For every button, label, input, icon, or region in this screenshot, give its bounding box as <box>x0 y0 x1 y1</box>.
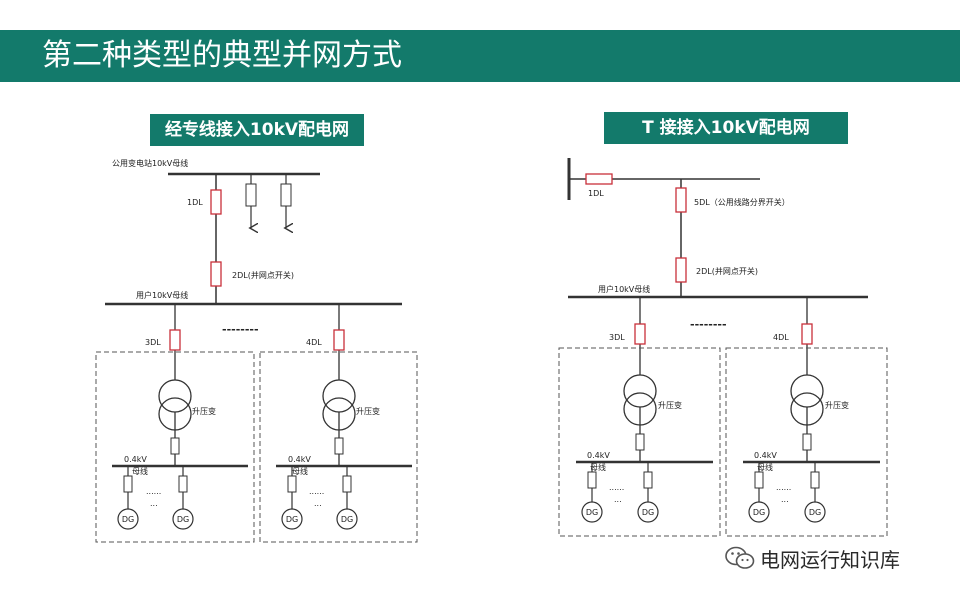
right-transformer-2-upper <box>790 374 824 408</box>
watermark-text: 电网运行知识库 <box>760 547 900 572</box>
left-2dl-label: 2DL(并网点开关) <box>232 270 294 280</box>
left-dots: -------- <box>222 323 259 336</box>
left-1dl-label: 1DL <box>187 198 203 207</box>
watermark: 电网运行知识库 <box>724 540 900 576</box>
right-transformer-1-lower <box>623 392 657 426</box>
left-lv-bus-2-label-b: 母线 <box>292 466 308 476</box>
left-lv-bus-1-label-a: 0.4kV <box>124 455 147 464</box>
left-dg-4 <box>336 508 358 530</box>
left-dg-dots-2a: ...... <box>309 487 324 496</box>
right-dg-dots-1a: ...... <box>609 483 624 492</box>
right-dg-4-label: DG <box>809 508 821 517</box>
left-transformer-1-lower <box>158 397 192 431</box>
right-breaker-4dl <box>801 323 813 345</box>
right-dg-2 <box>637 501 659 523</box>
right-5dl-label: 5DL（公用线路分界开关） <box>694 197 790 207</box>
left-diagram <box>95 172 418 543</box>
left-dg-3 <box>281 508 303 530</box>
left-dg-4-label: DG <box>341 515 353 524</box>
right-breaker-3dl <box>634 323 646 345</box>
right-dg-dots-2a: ...... <box>776 483 791 492</box>
right-dg-3-label: DG <box>753 508 765 517</box>
left-transformer-1-label: 升压变 <box>192 406 216 416</box>
title-bar <box>0 30 960 82</box>
right-breaker-5dl <box>675 187 687 213</box>
left-transformer-2-lower <box>322 397 356 431</box>
left-dg-1-label: DG <box>122 515 134 524</box>
right-section-heading: T 接接入10kV配电网 <box>604 112 848 144</box>
right-4dl-label: 4DL <box>773 333 789 342</box>
right-user-bus-label: 用户10kV母线 <box>598 284 650 294</box>
left-dg-1 <box>117 508 139 530</box>
left-lv-bus-1-label-b: 母线 <box>132 466 148 476</box>
right-dots: -------- <box>690 318 727 331</box>
left-unit-box-2 <box>259 351 418 543</box>
left-lv-bus-2-label-a: 0.4kV <box>288 455 311 464</box>
right-dg-1-label: DG <box>586 508 598 517</box>
right-lv-bus-2-label-a: 0.4kV <box>754 451 777 460</box>
left-transformer-1-upper <box>158 379 192 413</box>
right-diagram <box>558 158 888 537</box>
right-transformer-2-label: 升压变 <box>825 400 849 410</box>
left-dg-dots-2b: ... <box>314 499 322 508</box>
left-4dl-label: 4DL <box>306 338 322 347</box>
left-dg-dots-1b: ... <box>150 499 158 508</box>
left-transformer-2-label: 升压变 <box>356 406 380 416</box>
left-breaker-3dl <box>169 329 181 351</box>
right-breaker-1dl <box>585 173 613 185</box>
left-unit-box-1 <box>95 351 255 543</box>
left-top-bus-label: 公用变电站10kV母线 <box>112 158 188 168</box>
right-1dl-label: 1DL <box>588 189 604 198</box>
right-transformer-2-lower <box>790 392 824 426</box>
left-breaker-4dl <box>333 329 345 351</box>
right-lv-bus-1-label-a: 0.4kV <box>587 451 610 460</box>
left-dg-3-label: DG <box>286 515 298 524</box>
right-unit-box-2 <box>725 347 888 537</box>
right-transformer-1-upper <box>623 374 657 408</box>
right-2dl-label: 2DL(并网点开关) <box>696 266 758 276</box>
page-title: 第二种类型的典型并网方式 <box>42 38 402 73</box>
right-dg-1 <box>581 501 603 523</box>
wechat-icon <box>725 546 755 569</box>
left-section-heading: 经专线接入10kV配电网 <box>150 114 364 146</box>
left-dg-dots-1a: ...... <box>146 487 161 496</box>
left-user-bus-label: 用户10kV母线 <box>136 290 188 300</box>
right-lv-bus-2-label-b: 母线 <box>757 462 773 472</box>
right-3dl-label: 3DL <box>609 333 625 342</box>
right-dg-dots-1b: ... <box>614 495 622 504</box>
right-lv-bus-1-label-b: 母线 <box>590 462 606 472</box>
left-dg-2 <box>172 508 194 530</box>
left-breaker-2dl <box>210 261 222 287</box>
left-transformer-2-upper <box>322 379 356 413</box>
left-breaker-1dl <box>210 189 222 215</box>
right-dg-3 <box>748 501 770 523</box>
right-unit-box-1 <box>558 347 721 537</box>
left-dg-2-label: DG <box>177 515 189 524</box>
right-dg-2-label: DG <box>642 508 654 517</box>
right-breaker-2dl <box>675 257 687 283</box>
right-transformer-1-label: 升压变 <box>658 400 682 410</box>
right-dg-dots-2b: ... <box>781 495 789 504</box>
right-dg-4 <box>804 501 826 523</box>
left-3dl-label: 3DL <box>145 338 161 347</box>
